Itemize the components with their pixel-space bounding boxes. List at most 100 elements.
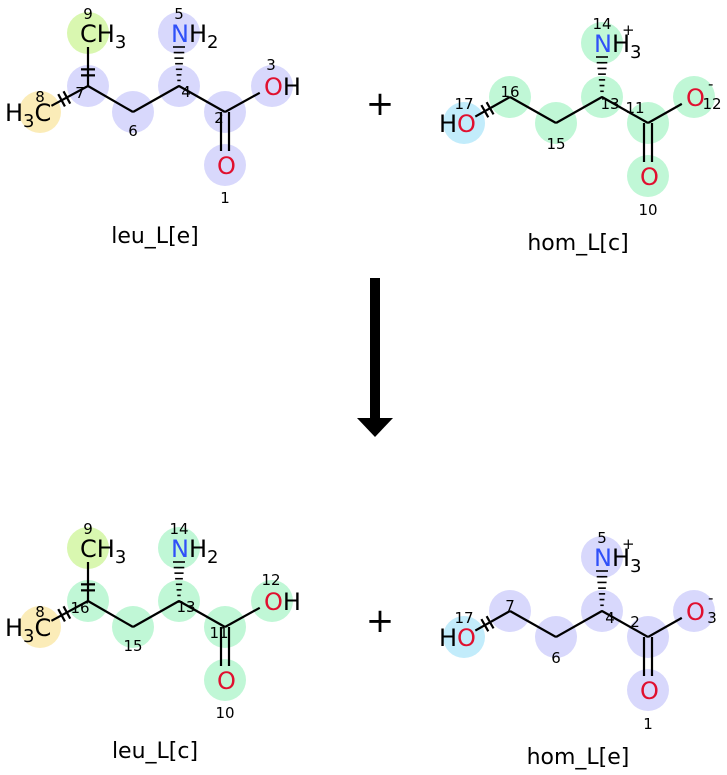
- atom-map-number: 16: [500, 83, 519, 101]
- bond: [132, 600, 180, 628]
- atom-highlight: [67, 527, 109, 569]
- atom-label: O: [217, 667, 236, 695]
- atom-label: O: [686, 598, 705, 626]
- atom-map-number: 8: [35, 88, 45, 106]
- broken-bond-mark: [485, 101, 495, 115]
- atom-map-number: 10: [638, 201, 657, 219]
- broken-bond-mark: [57, 608, 66, 622]
- broken-bond-mark: [480, 104, 490, 118]
- atom-highlight: [19, 606, 61, 648]
- molecule-name: leu_L[c]: [112, 739, 198, 764]
- charge-sign: +: [622, 21, 635, 39]
- atom-label: O: [640, 163, 659, 191]
- atom-map-number: 11: [625, 99, 644, 117]
- atom-map-number: 12: [702, 95, 721, 113]
- bond: [555, 610, 603, 638]
- bond: [509, 96, 557, 124]
- broken-bond-mark: [62, 605, 72, 620]
- bond: [642, 123, 654, 162]
- charge-sign: -: [708, 75, 713, 93]
- bond: [647, 616, 683, 638]
- arrow-head: [357, 418, 393, 437]
- atom-highlight: [19, 91, 61, 133]
- atom-map-number: 6: [551, 649, 561, 667]
- atom-highlight: [627, 155, 669, 197]
- bond: [509, 610, 557, 638]
- bond: [50, 600, 89, 622]
- atom-highlight: [251, 580, 293, 622]
- atom-highlight: [673, 590, 715, 632]
- atom-map-number: 13: [176, 598, 195, 616]
- bond: [81, 562, 95, 601]
- bond: [647, 102, 683, 124]
- atom-label: CH3: [80, 535, 126, 568]
- plus-sign-products: +: [366, 601, 395, 641]
- atom-label: OH: [264, 73, 301, 101]
- charge-sign: -: [708, 589, 713, 607]
- bond: [81, 47, 95, 86]
- atom-label: HO: [439, 110, 476, 138]
- bond: [173, 561, 185, 602]
- atom-label: NH3: [594, 30, 641, 63]
- atom-map-number: 15: [546, 135, 565, 153]
- atom-highlight: [443, 616, 485, 658]
- atom-map-number: 4: [605, 609, 615, 627]
- atom-highlight: [673, 76, 715, 118]
- atom-highlight: [251, 65, 293, 107]
- molecule-name: leu_L[e]: [111, 224, 199, 249]
- bond: [87, 85, 134, 113]
- bond: [601, 96, 649, 124]
- atom-map-number: 2: [214, 109, 224, 127]
- atom-map-number: 10: [215, 704, 234, 722]
- broken-bond-mark: [62, 90, 72, 105]
- molecule-name: hom_L[e]: [527, 745, 630, 770]
- atom-label: CH3: [80, 20, 126, 53]
- atom-map-number: 6: [128, 122, 138, 140]
- bond: [178, 85, 226, 113]
- bond: [642, 637, 654, 676]
- atom-map-number: 9: [83, 5, 93, 23]
- atom-map-number: 3: [707, 609, 717, 627]
- atom-highlight: [627, 669, 669, 711]
- broken-bond-mark: [485, 615, 495, 629]
- atom-map-number: 11: [209, 624, 228, 642]
- bond: [474, 96, 511, 118]
- bond: [178, 600, 226, 628]
- atom-label: OH: [264, 588, 301, 616]
- atom-label: NH2: [171, 535, 218, 568]
- atom-highlight: [581, 536, 623, 578]
- bond: [596, 570, 608, 612]
- atom-map-number: 2: [630, 613, 640, 631]
- bond: [132, 85, 180, 113]
- atom-label: O: [686, 84, 705, 112]
- atom-map-number: 17: [454, 609, 473, 627]
- atom-label: H3C: [5, 99, 51, 132]
- atom-highlight: [581, 22, 623, 64]
- atom-label: HO: [439, 624, 476, 652]
- bond: [87, 600, 134, 628]
- atom-map-number: 15: [123, 637, 142, 655]
- atom-map-number: 16: [70, 599, 89, 617]
- atom-map-number: 12: [261, 571, 280, 589]
- reaction-arrow: [357, 278, 393, 437]
- atom-label: H3C: [5, 614, 51, 647]
- bond: [474, 610, 511, 632]
- atom-map-number: 3: [266, 56, 276, 74]
- broken-bond-mark: [57, 93, 66, 107]
- atom-highlight: [443, 102, 485, 144]
- atom-label: O: [217, 152, 236, 180]
- atom-highlight: [158, 12, 200, 54]
- atom-map-number: 1: [220, 189, 230, 207]
- atom-map-number: 4: [181, 83, 191, 101]
- bond: [555, 96, 603, 124]
- plus-sign-reactants: +: [366, 84, 395, 124]
- charge-sign: +: [622, 535, 635, 553]
- bond: [224, 606, 261, 628]
- broken-bond-mark: [480, 618, 490, 632]
- atom-map-number: 13: [600, 95, 619, 113]
